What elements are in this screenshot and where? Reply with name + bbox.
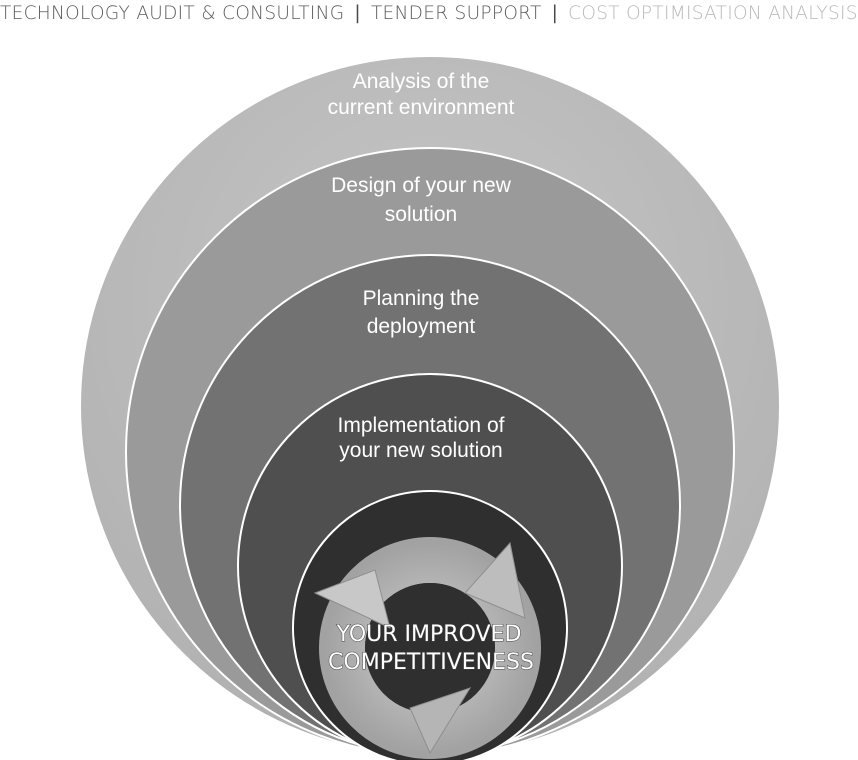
cycle-arrows-icon <box>313 537 541 759</box>
header-nav: TECHNOLOGY AUDIT & CONSULTING | TENDER S… <box>0 0 858 26</box>
ring-planning-label-line1: Planning the <box>363 287 480 310</box>
center-label-line1: YOUR IMPROVED <box>336 622 522 647</box>
center-label-line2: COMPETITIVENESS <box>328 650 534 675</box>
header-item-technology-audit: TECHNOLOGY AUDIT & CONSULTING <box>0 2 345 24</box>
ring-design-label-line2: solution <box>385 203 457 226</box>
ring-design-label-line1: Design of your new <box>331 174 512 197</box>
ring-analysis-label-line2: current environment <box>328 96 515 119</box>
ring-implementation-label-line2: your new solution <box>339 439 502 462</box>
header-item-cost-optimisation: COST OPTIMISATION ANALYSIS <box>568 2 858 24</box>
header-separator: | <box>354 2 361 24</box>
ring-analysis-label-line1: Analysis of the <box>353 70 490 93</box>
ring-implementation-label-line1: Implementation of <box>338 414 505 437</box>
header-separator: | <box>551 2 559 24</box>
ring-planning-label-line2: deployment <box>367 315 476 338</box>
header-item-tender-support: TENDER SUPPORT <box>370 2 542 24</box>
